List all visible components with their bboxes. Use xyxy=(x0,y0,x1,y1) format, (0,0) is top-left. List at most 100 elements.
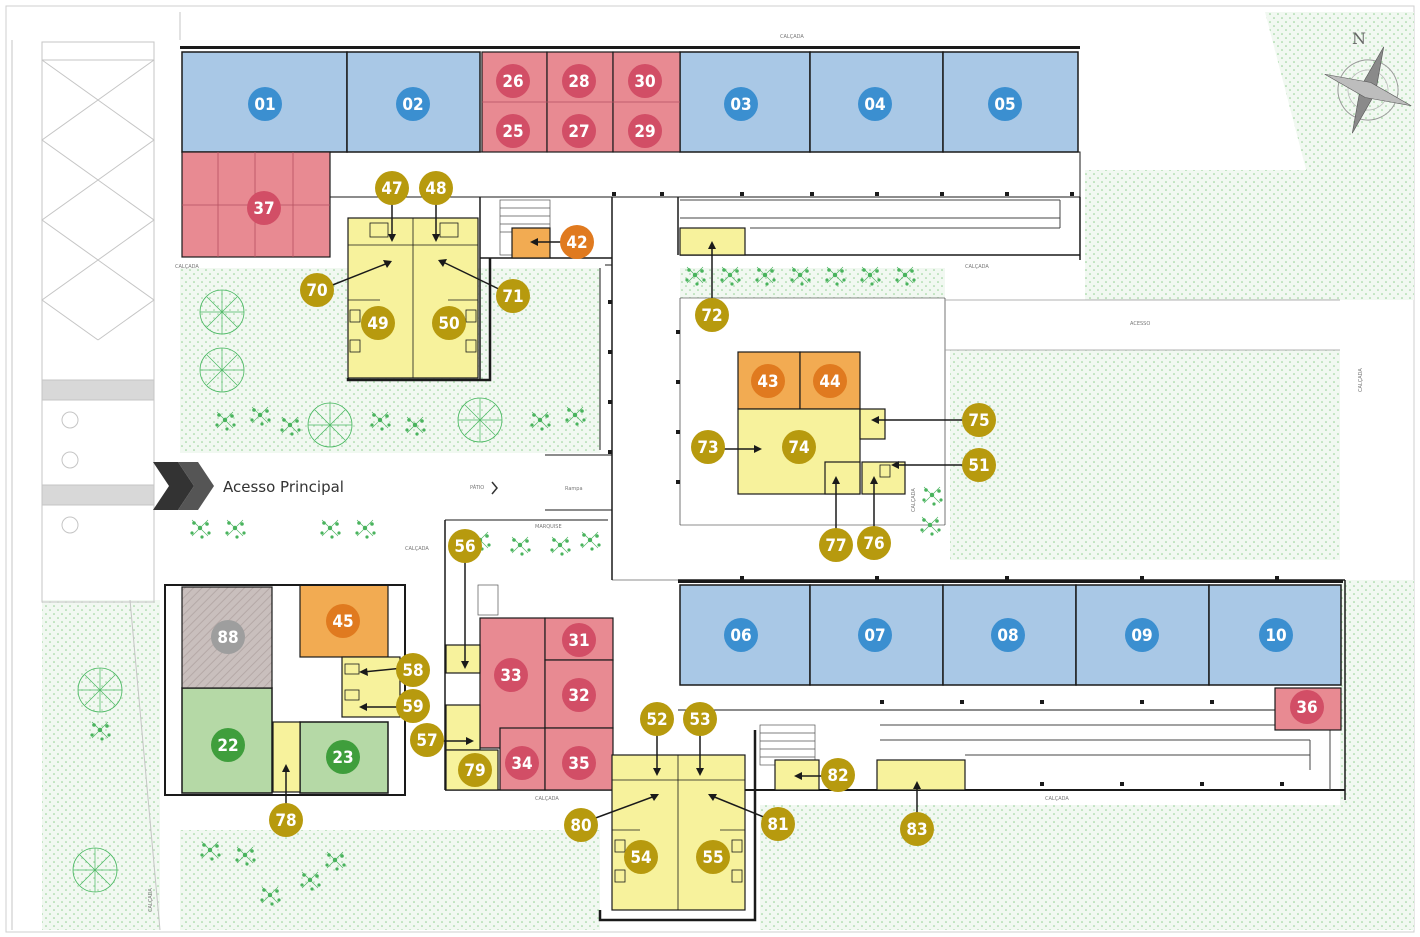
room-marker-07: 07 xyxy=(858,618,892,652)
parking-area xyxy=(11,12,181,931)
sidewalk-label-inner: CALÇADA xyxy=(911,488,917,512)
room-marker-circle xyxy=(560,225,594,259)
room-marker-49: 49 xyxy=(361,306,395,340)
room-number: 83 xyxy=(906,820,927,840)
room-marker-circle xyxy=(962,448,996,482)
room-number: 02 xyxy=(402,95,423,115)
columns xyxy=(608,192,1284,786)
room-marker-circle xyxy=(858,87,892,121)
room-marker-circle xyxy=(562,64,596,98)
room-marker-circle xyxy=(300,273,334,307)
room-marker-circle xyxy=(813,364,847,398)
room-marker-circle xyxy=(505,746,539,780)
room-marker-50: 50 xyxy=(432,306,466,340)
room-marker-circle xyxy=(761,807,795,841)
patio-arrow-icon xyxy=(491,481,498,495)
main-access-label: Acesso Principal xyxy=(223,478,344,496)
room-marker-70: 70 xyxy=(300,273,334,307)
room-marker-82: 82 xyxy=(821,758,855,792)
room-marker-57: 57 xyxy=(410,723,444,757)
access-arrow-icon xyxy=(153,462,194,510)
room-number: 53 xyxy=(689,710,710,730)
room-marker-circle xyxy=(396,653,430,687)
room-marker-09: 09 xyxy=(1125,618,1159,652)
room-marker-circle xyxy=(326,604,360,638)
room-marker-circle xyxy=(458,753,492,787)
room-marker-29: 29 xyxy=(628,114,662,148)
room-marker-circle xyxy=(375,171,409,205)
room-marker-06: 06 xyxy=(724,618,758,652)
room-marker-circle xyxy=(562,746,596,780)
room-number: 08 xyxy=(997,626,1018,646)
room-marker-42: 42 xyxy=(560,225,594,259)
room-number: 50 xyxy=(438,314,459,334)
sidewalk-label-lawn: CALÇADA xyxy=(175,264,199,270)
room-marker-02: 02 xyxy=(396,87,430,121)
room-number: 52 xyxy=(646,710,667,730)
room-marker-circle xyxy=(988,87,1022,121)
room-marker-circle xyxy=(624,840,658,874)
sidewalk-label-southeast: CALÇADA xyxy=(1045,796,1069,802)
room-number: 76 xyxy=(863,534,884,554)
room-number: 27 xyxy=(568,122,589,142)
room-marker-08: 08 xyxy=(991,618,1025,652)
room-marker-31: 31 xyxy=(562,623,596,657)
room-marker-circle xyxy=(1290,690,1324,724)
room-marker-circle xyxy=(628,114,662,148)
room-number: 45 xyxy=(332,612,353,632)
room-number: 59 xyxy=(402,697,423,717)
room-marker-45: 45 xyxy=(326,604,360,638)
room-marker-circle xyxy=(211,728,245,762)
room-marker-circle xyxy=(962,403,996,437)
room-marker-54: 54 xyxy=(624,840,658,874)
room-number: 35 xyxy=(568,754,589,774)
room-marker-circle xyxy=(361,306,395,340)
patio-label: PÁTIO xyxy=(470,484,484,491)
room-marker-72: 72 xyxy=(695,298,729,332)
marquee-label: MARQUISE xyxy=(535,524,562,530)
room-marker-circle xyxy=(496,64,530,98)
room-number: 36 xyxy=(1296,698,1317,718)
room-marker-28: 28 xyxy=(562,64,596,98)
room-marker-circle xyxy=(247,191,281,225)
room-number: 55 xyxy=(702,848,723,868)
room-marker-circle xyxy=(562,678,596,712)
room-marker-25: 25 xyxy=(496,114,530,148)
access-label: ACESSO xyxy=(1130,321,1150,327)
room-marker-35: 35 xyxy=(562,746,596,780)
room-number: 42 xyxy=(566,233,587,253)
room-number: 33 xyxy=(500,666,521,686)
room-marker-30: 30 xyxy=(628,64,662,98)
room-marker-circle xyxy=(782,430,816,464)
room-marker-83: 83 xyxy=(900,812,934,846)
room-marker-01: 01 xyxy=(248,87,282,121)
room-number: 09 xyxy=(1131,626,1152,646)
room-marker-34: 34 xyxy=(505,746,539,780)
room-marker-71: 71 xyxy=(496,279,530,313)
room-marker-circle xyxy=(691,430,725,464)
room-marker-circle xyxy=(695,298,729,332)
room-marker-circle xyxy=(900,812,934,846)
room-number: 51 xyxy=(968,456,989,476)
room-number: 70 xyxy=(306,281,327,301)
room-marker-circle xyxy=(248,87,282,121)
room-marker-circle xyxy=(683,702,717,736)
sidewalk-label-right: CALÇADA xyxy=(1358,368,1364,392)
room-marker-circle xyxy=(991,618,1025,652)
room-marker-circle xyxy=(396,87,430,121)
room-marker-circle xyxy=(562,623,596,657)
lawn-areas xyxy=(42,12,1414,930)
room-number: 44 xyxy=(819,372,840,392)
room-marker-circle xyxy=(496,114,530,148)
room-marker-circle xyxy=(326,740,360,774)
sidewalk-label-top: CALÇADA xyxy=(780,34,804,40)
room-number: 26 xyxy=(502,72,523,92)
room-marker-43: 43 xyxy=(751,364,785,398)
room-number: 72 xyxy=(701,306,722,326)
room-marker-22: 22 xyxy=(211,728,245,762)
block-left-walls xyxy=(164,584,406,796)
room-marker-circle xyxy=(640,702,674,736)
room-marker-27: 27 xyxy=(562,114,596,148)
room-marker-circle xyxy=(1259,618,1293,652)
